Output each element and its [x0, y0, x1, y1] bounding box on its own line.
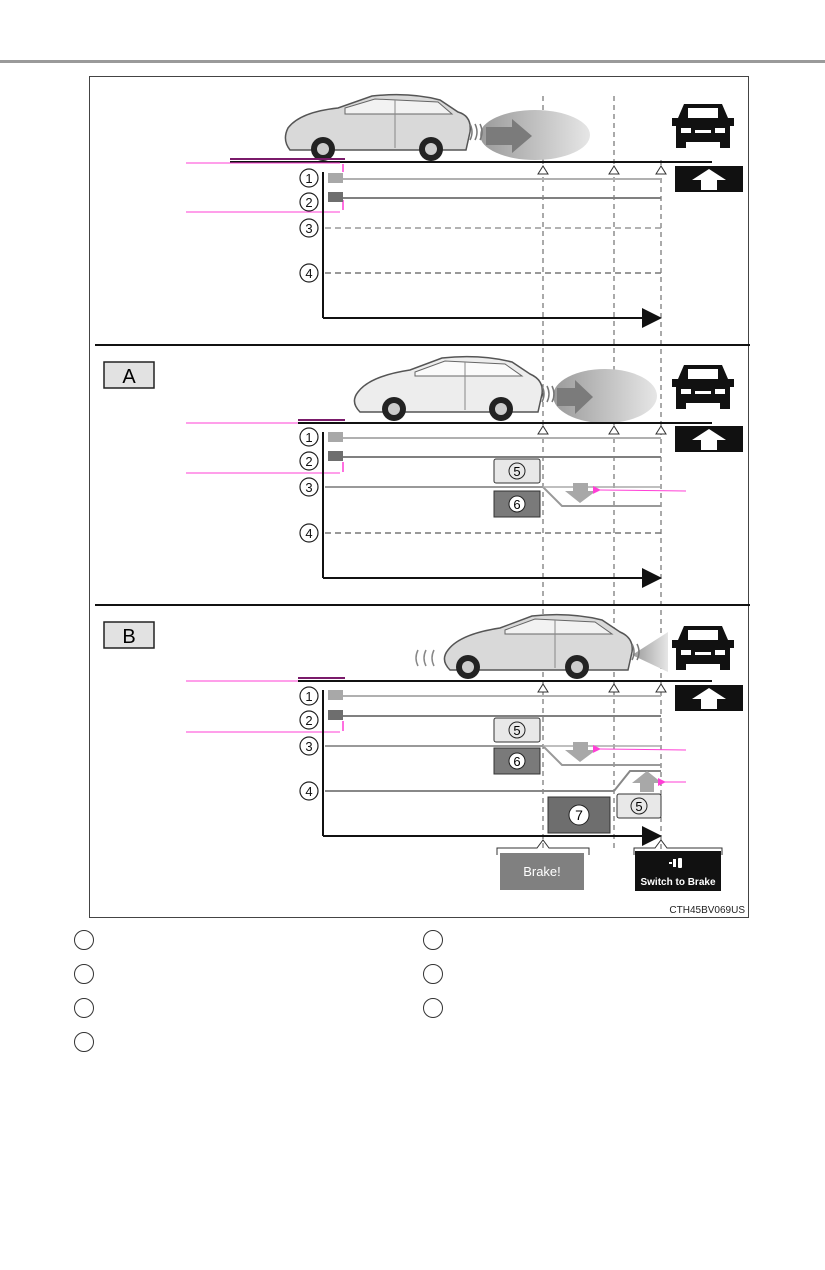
row-number: 2	[305, 195, 312, 210]
section-a-label-box	[103, 361, 155, 389]
figure-code: CTH45BV069US	[669, 905, 745, 916]
direction-arrow-icon	[486, 119, 532, 153]
legend-marker	[423, 930, 443, 950]
row-number: 4	[305, 266, 312, 281]
vehicle-ahead-icon	[672, 626, 734, 670]
badge-6: 6	[493, 747, 541, 775]
down-arrow-icon	[565, 483, 596, 503]
row-number-rings	[299, 168, 319, 801]
row-number: 3	[305, 739, 312, 754]
svg-text:5: 5	[635, 799, 642, 814]
legend-marker	[423, 998, 443, 1018]
row-number: 1	[305, 430, 312, 445]
row-number: 2	[305, 454, 312, 469]
legend-marker	[74, 1032, 94, 1052]
row-number: 3	[305, 221, 312, 236]
page-top-rule	[0, 60, 825, 63]
up-arrow-icon	[692, 688, 726, 709]
time-marker-lines	[542, 96, 662, 850]
badge-6: 6	[493, 490, 541, 518]
svg-text:5: 5	[513, 464, 520, 479]
legend-marker	[423, 964, 443, 984]
car-icon	[415, 613, 640, 679]
legend-marker	[74, 998, 94, 1018]
switch-display-text: Switch to Brake	[640, 877, 715, 888]
badge-7: 7	[547, 796, 611, 834]
svg-text:6: 6	[513, 497, 520, 512]
section-normal	[186, 93, 743, 328]
badge-5: 5	[493, 458, 541, 484]
section-b-label-box	[103, 621, 155, 649]
pedal-icon	[669, 858, 682, 868]
row-number: 2	[305, 713, 312, 728]
vehicle-ahead-icon	[672, 365, 734, 409]
row-number: 4	[305, 526, 312, 541]
detection-beam	[480, 110, 590, 160]
row-number: 1	[305, 171, 312, 186]
vehicle-ahead-icon	[672, 104, 734, 148]
up-arrow-icon	[692, 169, 726, 190]
svg-text:5: 5	[513, 723, 520, 738]
up-arrow-icon	[692, 429, 726, 450]
switch-to-brake-display	[635, 851, 721, 891]
row-number: 3	[305, 480, 312, 495]
brake-display	[500, 853, 584, 890]
legend-marker	[74, 964, 94, 984]
row-number: 1	[305, 689, 312, 704]
section-b-label: B	[122, 626, 135, 648]
section-a: A	[103, 355, 743, 588]
up-arrow-icon	[632, 771, 662, 792]
section-b: B	[103, 613, 743, 891]
down-arrow-icon	[565, 742, 596, 762]
section-a-label: A	[122, 366, 136, 388]
car-icon	[353, 355, 555, 421]
svg-text:6: 6	[513, 754, 520, 769]
car-icon	[284, 93, 483, 161]
badge-5: 5	[616, 793, 662, 819]
badge-5: 5	[493, 717, 541, 743]
row-number: 4	[305, 784, 312, 799]
svg-text:7: 7	[575, 807, 583, 823]
figure-frame	[89, 76, 749, 918]
brake-display-text: Brake!	[523, 864, 561, 879]
legend-marker	[74, 930, 94, 950]
direction-arrow-icon	[557, 380, 593, 414]
